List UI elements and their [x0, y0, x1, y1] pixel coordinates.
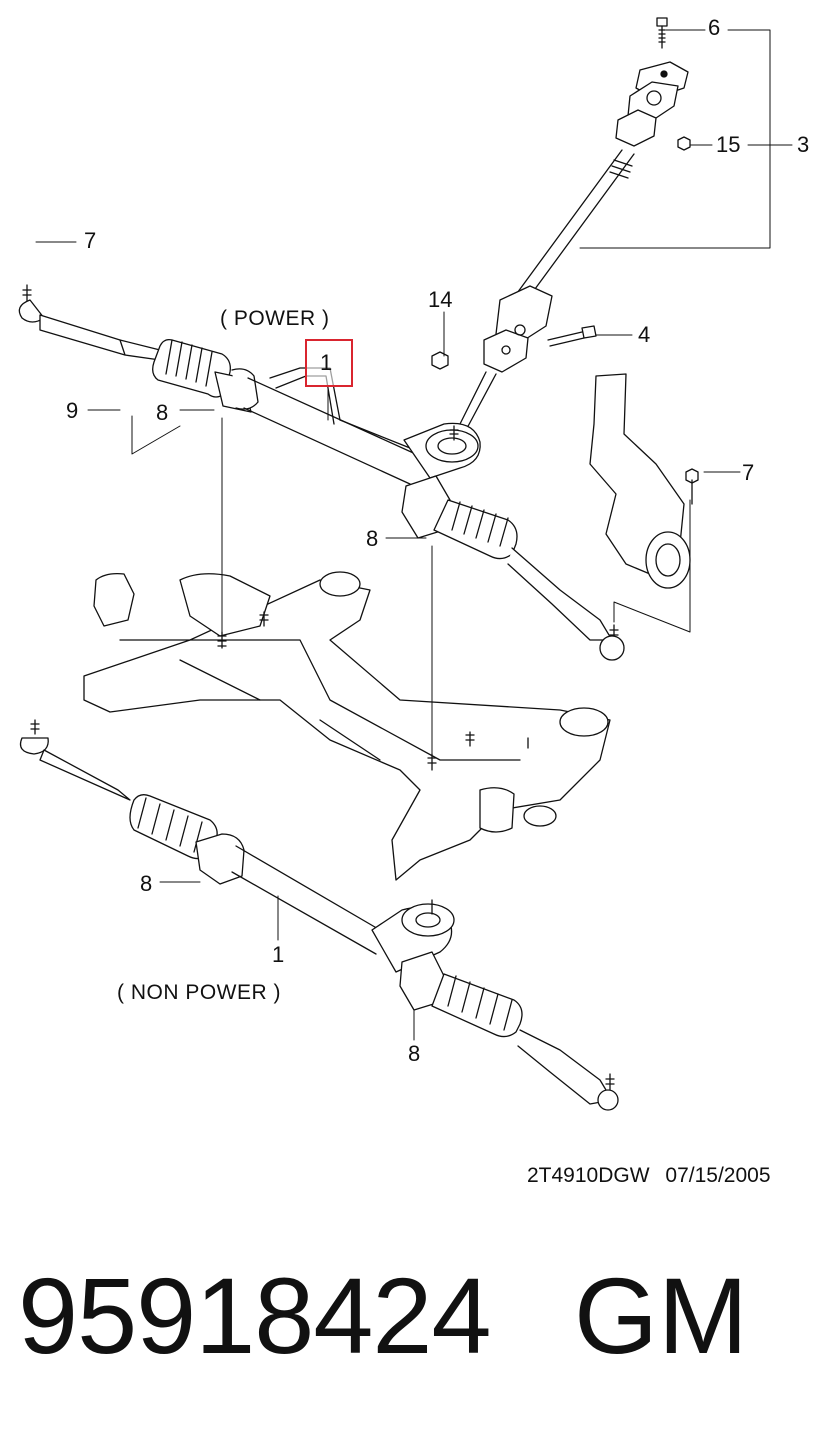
callout-15: 15 [716, 132, 741, 157]
highlight-box-part-1[interactable] [305, 339, 353, 387]
brand-name: GM [574, 1255, 748, 1376]
power-steering-rack [18, 284, 625, 661]
front-crossmember [83, 571, 611, 881]
callout-8-lower: 8 [140, 871, 153, 896]
callout-4: 4 [638, 322, 651, 347]
leader-lines [35, 29, 793, 1041]
drawing-date: 07/15/2005 [665, 1164, 771, 1187]
callout-8-mid: 8 [366, 526, 379, 551]
callout-1-highlight: 1 [320, 350, 333, 375]
steering-knuckle [589, 373, 699, 589]
steering-rack-diagram [18, 17, 793, 1111]
callout-9: 9 [66, 398, 79, 423]
caption-power: ( POWER ) [220, 307, 330, 330]
callout-3: 3 [797, 132, 810, 157]
intermediate-shaft [431, 17, 691, 431]
callout-8-left: 8 [156, 400, 169, 425]
callout-7-top: 7 [84, 228, 97, 253]
subframe-bolts [217, 611, 529, 771]
part-number: 95918424 [18, 1255, 492, 1376]
callout-6: 6 [708, 15, 721, 40]
callout-14: 14 [428, 287, 453, 312]
callout-1-lower: 1 [272, 942, 285, 967]
drawing-code: 2T4910DGW [527, 1164, 650, 1187]
callout-8-bottom: 8 [408, 1041, 421, 1066]
non-power-steering-rack [19, 719, 619, 1111]
callout-7-right: 7 [742, 460, 755, 485]
drawing-reference: 2T4910DGW 07/15/2005 [527, 1164, 781, 1188]
caption-non-power: ( NON POWER ) [117, 981, 281, 1004]
